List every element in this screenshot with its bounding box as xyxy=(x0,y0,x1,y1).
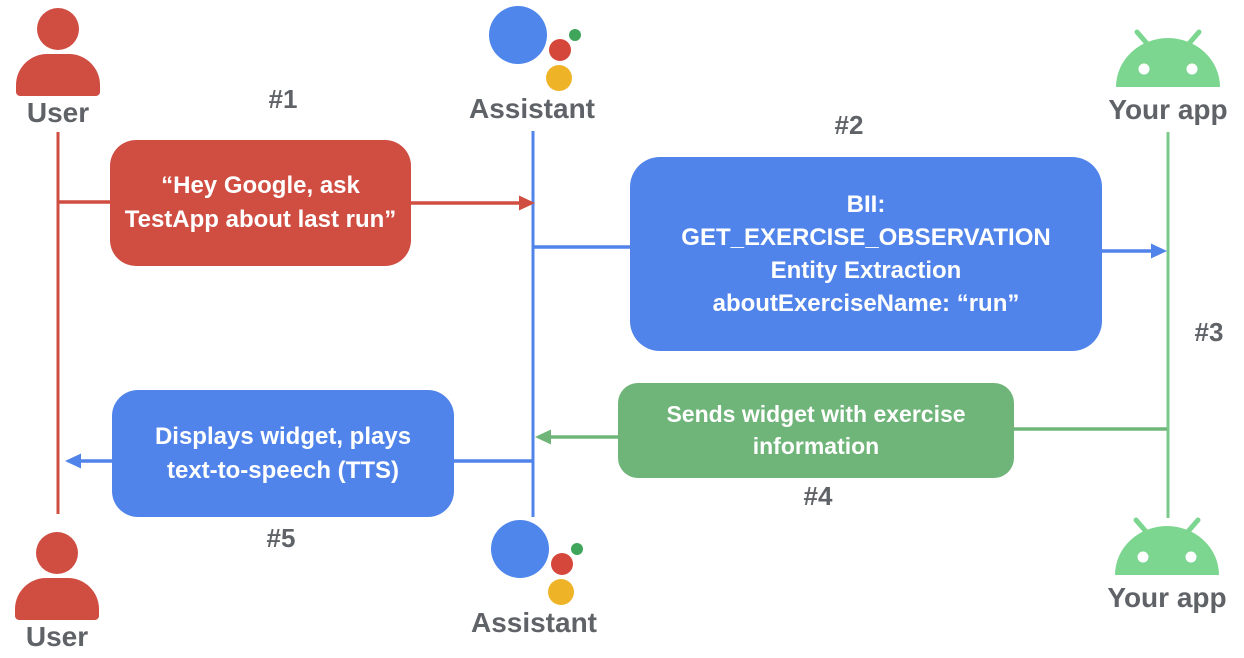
step-label-1: #1 xyxy=(268,84,298,114)
step-label-4: #4 xyxy=(803,481,833,511)
actor-user-bottom: User xyxy=(0,532,122,653)
arrow-step1-user-to-assistant xyxy=(58,195,535,211)
android-icon xyxy=(1115,517,1219,575)
arrow-step5-assistant-to-user xyxy=(65,453,533,469)
step-label-5: #5 xyxy=(266,523,296,553)
actor-app-top: Your app xyxy=(1103,28,1233,126)
actor-assistant-bottom-label: Assistant xyxy=(470,607,598,638)
actor-assistant-bottom: Assistant xyxy=(469,518,599,639)
arrow-step2-assistant-to-app xyxy=(533,243,1167,259)
user-icon xyxy=(15,532,99,620)
step-label-2: #2 xyxy=(834,110,864,140)
message-step5: Displays widget, plays text-to-speech (T… xyxy=(112,390,454,517)
android-icon xyxy=(1116,29,1220,87)
actor-assistant-top: Assistant xyxy=(467,4,597,125)
arrow-step4-app-to-assistant xyxy=(535,427,1167,445)
actor-user-bottom-label: User xyxy=(25,621,89,652)
actor-app-bottom-label: Your app xyxy=(1107,582,1227,613)
message-step2: BII: GET_EXERCISE_OBSERVATION Entity Ext… xyxy=(630,157,1102,351)
actor-app-bottom: Your app xyxy=(1102,516,1232,614)
step-label-3: #3 xyxy=(1194,317,1224,347)
google-assistant-icon xyxy=(489,6,581,91)
actor-user-top: User xyxy=(0,8,123,129)
actor-app-top-label: Your app xyxy=(1108,94,1228,125)
actor-user-top-label: User xyxy=(26,97,90,128)
message-step1: “Hey Google, ask TestApp about last run” xyxy=(110,140,411,266)
user-icon xyxy=(16,8,100,96)
google-assistant-icon xyxy=(491,520,583,605)
actor-assistant-top-label: Assistant xyxy=(468,93,596,124)
message-step4: Sends widget with exercise information xyxy=(618,383,1014,478)
